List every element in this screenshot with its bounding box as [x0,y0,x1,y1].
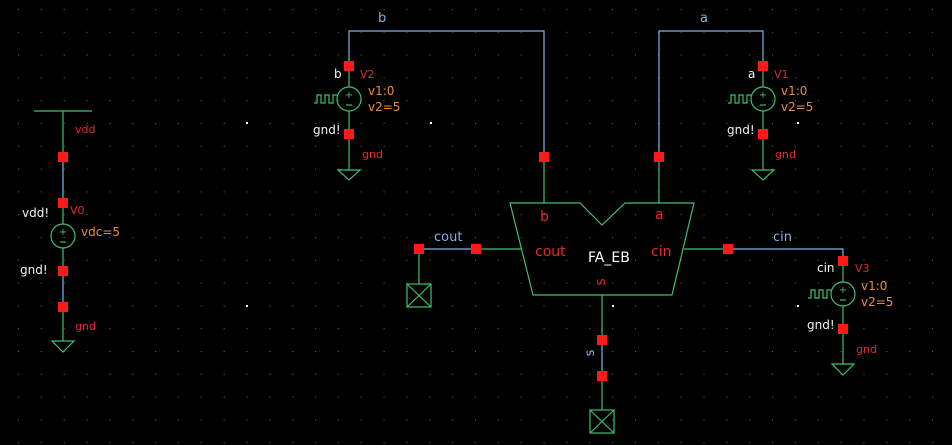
v1-param-v2: v2=5 [781,100,813,114]
plus-sign-icon: + [59,227,67,238]
source-v0[interactable]: vdd vdd! V0 vdc=5 + gnd! gnd [20,110,120,353]
v0-bot-net-label: gnd! [20,263,48,277]
pin-v3-minus[interactable] [838,324,848,334]
v2-top-net-label: b [334,67,342,81]
pin-s-term[interactable] [597,371,607,381]
block-pin-label-cout: cout [535,244,566,260]
pin-v2-plus[interactable] [344,61,354,71]
pin-s-block[interactable] [597,335,607,345]
pin-v0-plus[interactable] [58,198,68,208]
v1-instance-name: V1 [774,68,789,81]
pin-vdd-top[interactable] [58,152,68,162]
ground-icon [50,340,76,353]
pin-v1-minus[interactable] [758,129,768,139]
pin-cin-block[interactable] [723,244,733,254]
pin-gnd-v0[interactable] [58,302,68,312]
plus-sign-icon: + [839,285,847,296]
v3-param-v2: v2=5 [861,295,893,309]
ground-icon [750,169,776,181]
pin-v0-minus[interactable] [58,266,68,276]
pulse-waveform-icon [314,94,337,104]
block-pin-label-a: a [655,207,664,223]
adder-symbol-outline [509,202,695,296]
source-v1[interactable]: a a V1 + v1:0 v2=5 gnd! gnd [658,11,813,181]
source-v2[interactable]: b b V2 + v1:0 v2=5 gnd! gnd [313,11,545,181]
output-cout[interactable]: cout [406,230,481,308]
wire-b-label: b [378,11,386,26]
pin-block-b[interactable] [539,152,549,162]
pulse-waveform-icon [808,289,831,299]
v1-top-net-label: a [748,67,755,81]
v3-instance-name: V3 [855,262,870,275]
v3-gnd-label: gnd [856,343,877,356]
block-pin-label-cin: cin [651,244,671,260]
block-instance-name: FA_EB [588,250,630,266]
ground-icon [830,363,856,376]
block-pin-label-b: b [540,209,549,225]
v3-param-v1: v1:0 [861,279,887,293]
pin-v2-minus[interactable] [344,129,354,139]
source-v3[interactable]: cin cin V3 + v1:0 v2=5 gnd! gnd [723,230,893,376]
wire-cin[interactable] [733,248,844,256]
v2-instance-name: V2 [360,68,375,81]
wire-a-label: a [700,11,708,26]
v2-param-v2: v2=5 [368,100,400,114]
vdd-label: vdd [75,123,95,136]
v1-gnd-label: gnd [775,148,796,161]
wire-s-label: s [583,349,598,356]
wire-a[interactable] [658,30,764,157]
v0-top-net-label: vdd! [22,206,49,220]
v3-top-net-label: cin [817,261,835,275]
v0-instance-name: V0 [70,204,85,217]
grid-markers [246,122,799,307]
v2-gnd-label: gnd [362,148,383,161]
wire-cin-label: cin [773,230,792,245]
block-pin-label-s: s [593,278,609,285]
v0-param-vdc: vdc=5 [81,225,120,239]
v0-gnd-label: gnd [75,320,96,333]
output-s[interactable]: s [583,335,615,434]
wire-cout-label: cout [434,230,462,245]
pin-v3-plus[interactable] [838,256,848,266]
v2-param-v1: v1:0 [368,84,394,98]
pin-v1-plus[interactable] [758,61,768,71]
pin-block-a[interactable] [654,152,664,162]
v3-bot-net-label: gnd! [807,318,835,332]
wire-b[interactable] [348,30,545,157]
pin-cout-term[interactable] [414,244,424,254]
v1-bot-net-label: gnd! [727,123,755,137]
pin-cout-block[interactable] [471,244,481,254]
output-terminal-icon [406,283,432,308]
full-adder-block[interactable]: b a cout cin s FA_EB [476,152,728,340]
output-terminal-icon [589,409,615,434]
pulse-waveform-icon [728,94,751,104]
v1-param-v1: v1:0 [781,84,807,98]
plus-sign-icon: + [345,90,353,101]
v2-bot-net-label: gnd! [313,123,341,137]
ground-icon [336,169,362,181]
plus-sign-icon: + [759,90,767,101]
